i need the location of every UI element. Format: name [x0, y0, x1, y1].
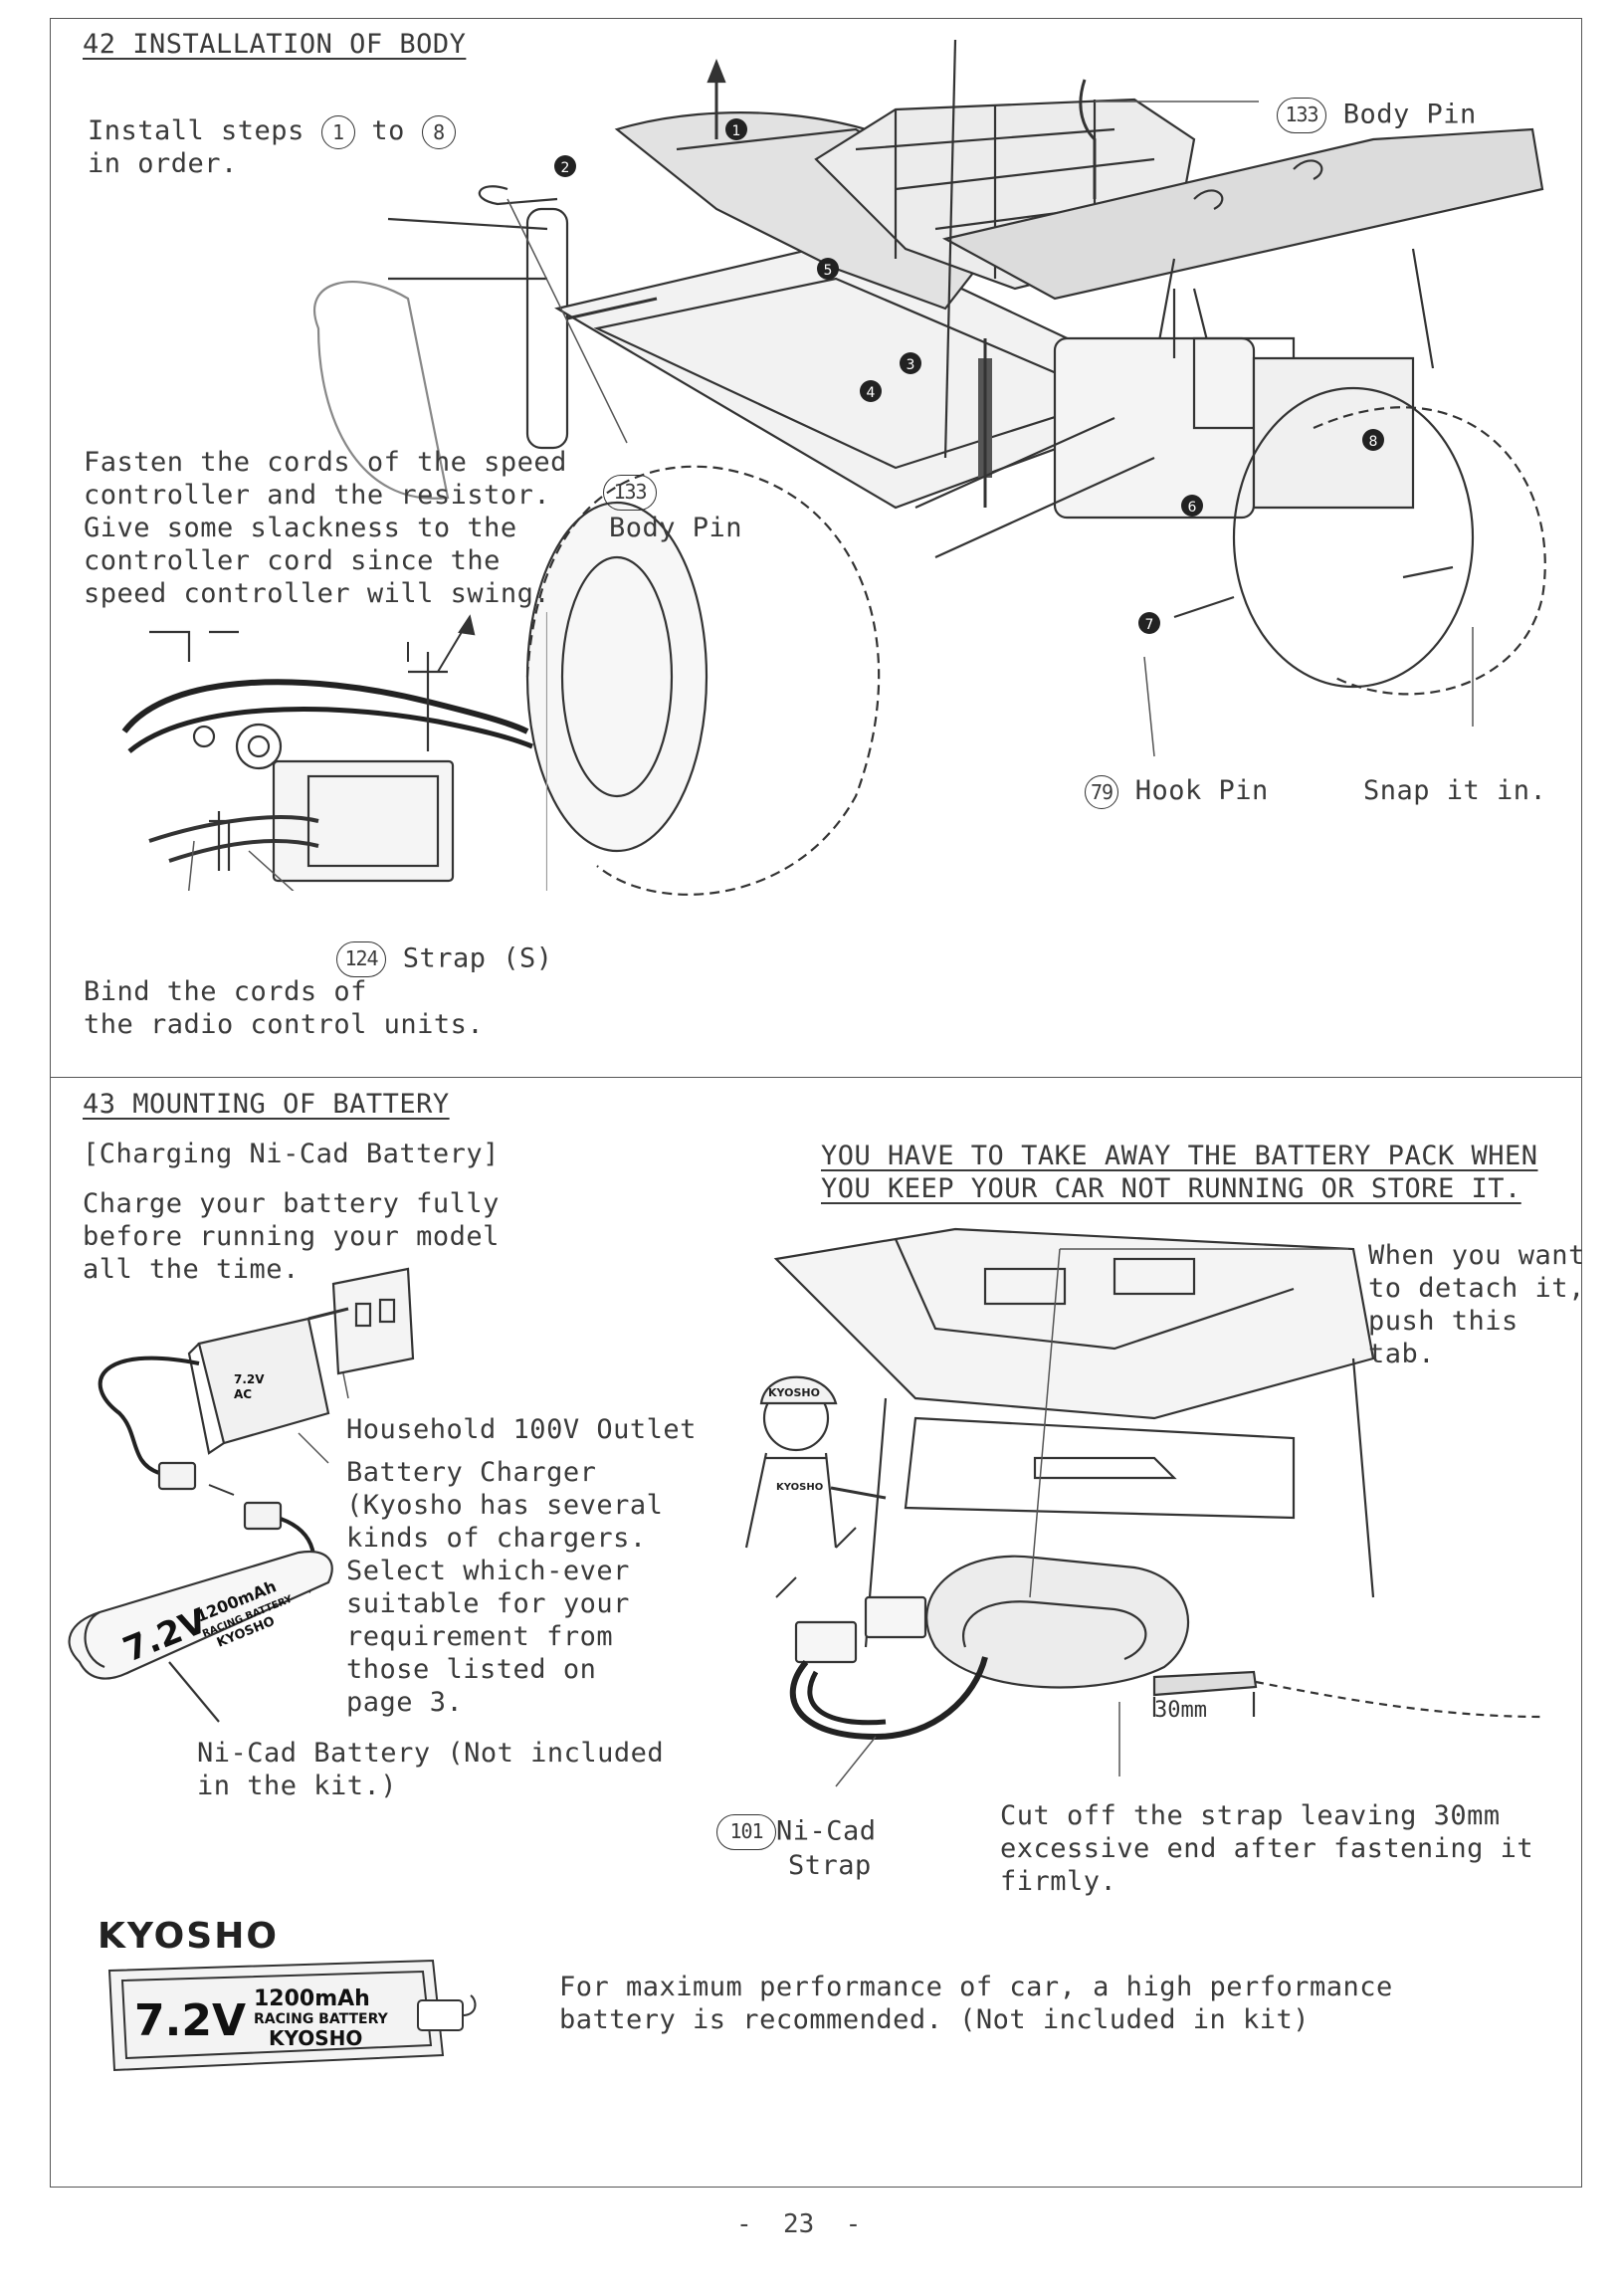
dimension-label: 30mm	[1154, 1698, 1207, 1723]
strap-label: 124 Strap (S)	[336, 941, 553, 977]
charger-note-6: requirement from	[346, 1621, 614, 1652]
car-body-illustration: 1 2 3 4 5 6 7 8	[312, 40, 1546, 896]
page-frame	[50, 18, 1582, 2188]
detach-note-4: tab.	[1368, 1339, 1436, 1369]
section-43-heading: 43 MOUNTING OF BATTERY	[83, 1089, 450, 1120]
charger-note-4: Select which-ever	[346, 1556, 630, 1586]
charger-print-voltage: 7.2V	[234, 1372, 265, 1386]
fasten-note-5: speed controller will swing.	[84, 578, 551, 609]
install-steps-note: Install steps 1 to 8	[88, 114, 456, 149]
charge-note-1: Charge your battery fully	[83, 1188, 500, 1219]
charger-note-7: those listed on	[346, 1654, 597, 1685]
charger-note-3: kinds of chargers.	[346, 1523, 647, 1554]
racing-battery-image: 7.2V 1200mAh RACING BATTERY KYOSHO	[107, 1959, 477, 2072]
snap-label: Snap it in.	[1363, 775, 1547, 806]
promo-battery-type: RACING BATTERY	[254, 2011, 389, 2027]
install-steps-line2: in order.	[88, 148, 238, 179]
detach-note-1: When you want	[1368, 1240, 1585, 1271]
install-text-pre: Install steps	[88, 115, 321, 146]
step-marker-2: 2	[561, 160, 570, 176]
fasten-note-1: Fasten the cords of the speed	[84, 447, 567, 478]
battery-label-2: in the kit.)	[197, 1771, 398, 1801]
step-from-marker: 1	[320, 114, 355, 149]
page-number: - 23 -	[736, 2209, 862, 2239]
charger-note-5: suitable for your	[346, 1588, 630, 1619]
nicad-strap-num: 101	[716, 1814, 776, 1850]
step-marker-3: 3	[907, 357, 915, 373]
step-marker-6: 6	[1188, 500, 1197, 516]
charger-print-ac: AC	[234, 1387, 252, 1401]
section-divider	[50, 1077, 1582, 1078]
charger-note-2: (Kyosho has several	[346, 1490, 664, 1521]
bind-note-1: Bind the cords of	[84, 976, 367, 1007]
step-marker-5: 5	[824, 263, 833, 279]
hook-pin-label: 79 Hook Pin	[1085, 774, 1269, 809]
fasten-note-4: controller cord since the	[84, 545, 501, 576]
hook-pin-text: Hook Pin	[1134, 775, 1269, 806]
cut-note-1: Cut off the strap leaving 30mm	[1000, 1800, 1501, 1831]
body-pin-num-left: 133	[603, 475, 657, 511]
section-43-subheading: [Charging Ni-Cad Battery]	[83, 1139, 500, 1169]
charger-note-8: page 3.	[346, 1687, 464, 1718]
body-pin-label-left: 133	[603, 475, 657, 511]
body-pin-num-top: 133	[1277, 98, 1326, 133]
charger-battery-illustration: 7.2V 1200mAh RACING BATTERY KYOSHO 7.2V …	[68, 1267, 415, 1723]
charger-note-1: Battery Charger	[346, 1457, 597, 1488]
install-text-mid: to	[354, 115, 422, 146]
fasten-note-2: controller and the resistor.	[84, 480, 551, 511]
wiring-detail-illustration	[121, 612, 547, 891]
strap-num: 124	[336, 941, 386, 977]
charge-note-3: all the time.	[83, 1254, 300, 1285]
cap-logo: KYOSHO	[768, 1386, 820, 1399]
warning-line-1: YOU HAVE TO TAKE AWAY THE BATTERY PACK W…	[821, 1141, 1538, 1171]
performance-note-2: battery is recommended. (Not included in…	[559, 2004, 1310, 2035]
charge-note-2: before running your model	[83, 1221, 500, 1252]
kyosho-logo: KYOSHO	[98, 1916, 279, 1957]
detach-note-2: to detach it,	[1368, 1273, 1585, 1304]
promo-battery-capacity: 1200mAh	[254, 1986, 370, 2011]
step-marker-4: 4	[867, 385, 876, 401]
nicad-strap-text-2: Strap	[788, 1850, 872, 1881]
hook-pin-num: 79	[1085, 774, 1118, 809]
fasten-note-3: Give some slackness to the	[84, 513, 517, 543]
promo-battery-voltage: 7.2V	[134, 1995, 246, 2046]
cut-note-3: firmly.	[1000, 1866, 1117, 1897]
warning-line-2: YOU KEEP YOUR CAR NOT RUNNING OR STORE I…	[821, 1173, 1521, 1204]
cut-note-2: excessive end after fastening it	[1000, 1833, 1534, 1864]
promo-battery-brand: KYOSHO	[269, 2026, 362, 2050]
strap-text: Strap (S)	[402, 942, 553, 974]
body-pin-text-left: Body Pin	[609, 513, 743, 543]
step-marker-1: 1	[732, 123, 741, 139]
body-pin-text-top: Body Pin	[1342, 99, 1477, 130]
shirt-logo: KYOSHO	[776, 1482, 823, 1493]
bind-note-2: the radio control units.	[84, 1009, 485, 1040]
step-to-marker: 8	[421, 114, 456, 149]
nicad-strap-text-1: Ni-Cad	[776, 1815, 877, 1847]
step-markers: 1 2 3 4 5 6 7 8	[554, 118, 1384, 634]
performance-note-1: For maximum performance of car, a high p…	[559, 1972, 1393, 2002]
body-pin-label-top: 133 Body Pin	[1277, 98, 1477, 133]
step-marker-7: 7	[1145, 617, 1154, 633]
detach-note-3: push this	[1368, 1306, 1518, 1337]
step-marker-8: 8	[1369, 434, 1378, 450]
outlet-label: Household 100V Outlet	[346, 1414, 697, 1445]
battery-label-1: Ni-Cad Battery (Not included	[197, 1738, 665, 1769]
battery-mounting-illustration: KYOSHO KYOSHO 30mm	[744, 1227, 1543, 1787]
section-42-heading: 42 INSTALLATION OF BODY	[83, 29, 467, 60]
